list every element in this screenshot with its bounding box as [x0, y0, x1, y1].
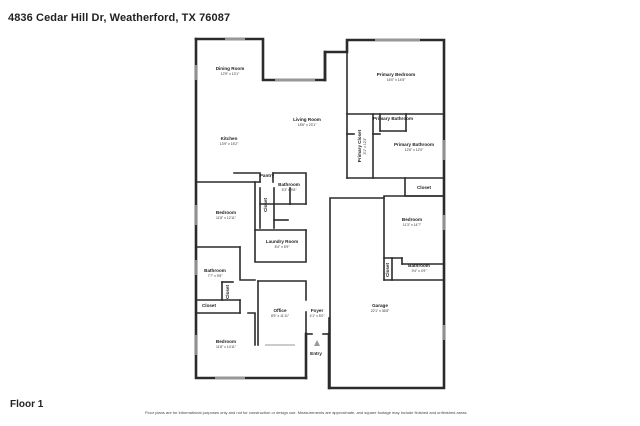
bedroom-west-name: Bedroom [216, 210, 236, 215]
primary-bathroom-2-name: Primary Bathroom [394, 142, 434, 147]
closet-southwest-name: Closet [202, 303, 217, 308]
closet-east-bottom-name: Closet [385, 263, 390, 278]
entry-name: Entry [310, 351, 322, 356]
primary-bathroom-1-name: Primary Bathroom [373, 116, 413, 121]
bathroom-east-dims: 9'4" x 4'9" [412, 269, 428, 273]
bathroom-east-name: Bathroom [408, 263, 430, 268]
bedroom-east-dims: 11'3" x 14'7" [403, 223, 422, 227]
interior-walls [195, 51, 445, 389]
primary-bedroom-dims: 16'0" x 14'5" [387, 78, 406, 82]
bathroom-southwest-name: Bathroom [204, 268, 226, 273]
closet-east-top-name: Closet [417, 185, 432, 190]
living-room-dims: 18'6" x 23'1" [298, 123, 317, 127]
foyer-dims: 4'1" x 5'0" [310, 314, 326, 318]
bedroom-southwest-dims: 11'8" x 14'11" [216, 345, 237, 349]
primary-closet-dims: 5'1" x 12'3" [363, 137, 367, 155]
office-dims: 8'9" x 11'11" [271, 314, 290, 318]
disclaimer: Floor plans are for informational purpos… [145, 410, 468, 415]
primary-bedroom-name: Primary Bedroom [377, 72, 416, 77]
pantry-name: Pantry [260, 173, 275, 178]
bedroom-west-dims: 11'8" x 12'11" [216, 216, 237, 220]
bedroom-east-name: Bedroom [402, 217, 422, 222]
kitchen-dims: 13'9" x 15'2" [220, 142, 239, 146]
floor-label: Floor 1 [10, 399, 44, 410]
bathroom-southwest-dims: 7'7" x 9'8" [208, 274, 224, 278]
office-name: Office [273, 308, 286, 313]
laundry-room-dims: 8'4" x 5'9" [275, 245, 291, 249]
dining-room-name: Dining Room [216, 66, 245, 71]
bathroom-hall-dims: 5'3" x 9'8" [282, 188, 298, 192]
dining-room-dims: 12'9" x 13'1" [221, 72, 240, 76]
windows [195, 38, 445, 379]
laundry-room-name: Laundry Room [266, 239, 298, 244]
foyer-name: Foyer [311, 308, 324, 313]
closet-small-1-name: Closet [263, 198, 268, 213]
exterior-walls [194, 37, 446, 390]
room-labels: Dining Room 12'9" x 13'1" Kitchen 13'9" … [202, 66, 434, 356]
kitchen-name: Kitchen [221, 136, 238, 141]
entry-arrow-icon [314, 340, 320, 346]
living-room-name: Living Room [293, 117, 321, 122]
bathroom-hall-name: Bathroom [278, 182, 300, 187]
property-address: 4836 Cedar Hill Dr, Weatherford, TX 7608… [8, 12, 231, 24]
closet-southwest-side-name: Closet [225, 285, 230, 300]
bedroom-southwest-name: Bedroom [216, 339, 236, 344]
primary-bathroom-2-dims: 12'6" x 12'0" [405, 148, 424, 152]
primary-closet-name: Primary Closet [357, 129, 362, 162]
garage-name: Garage [372, 303, 388, 308]
garage-dims: 22'1" x 36'8" [371, 309, 390, 313]
